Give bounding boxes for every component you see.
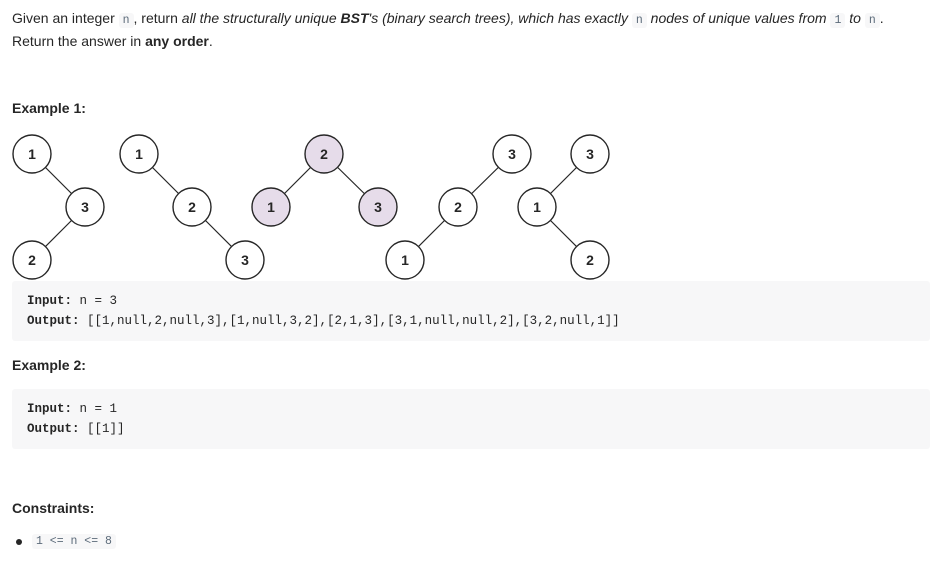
output-label: Output:	[27, 422, 80, 436]
tree-node-highlighted: 2	[304, 134, 344, 174]
example-1-input-line: Input: n = 3	[27, 291, 915, 311]
desc-text: .	[879, 10, 884, 26]
desc-text: .	[208, 33, 213, 49]
tree-node: 1	[12, 134, 52, 174]
tree-node: 2	[172, 187, 212, 227]
tree-node: 1	[119, 134, 159, 174]
node-label: 2	[586, 252, 594, 268]
node-label: 3	[81, 199, 89, 215]
node-label: 2	[28, 252, 36, 268]
inline-code-n: n	[864, 13, 880, 28]
tree-node: 3	[570, 134, 610, 174]
desc-emphasis: 's (binary search trees), which has exac…	[368, 10, 632, 26]
tree-node: 3	[225, 240, 265, 280]
example-2-output-line: Output: [[1]]	[27, 419, 915, 439]
desc-bst-bold: BST	[340, 10, 369, 26]
node-label: 1	[533, 199, 541, 215]
example-1-output-line: Output: [[1,null,2,null,3],[1,null,3,2],…	[27, 311, 915, 331]
input-value: n = 3	[72, 294, 118, 308]
node-label: 2	[454, 199, 462, 215]
tree-node: 3	[65, 187, 105, 227]
tree-node: 1	[385, 240, 425, 280]
input-value: n = 1	[72, 402, 118, 416]
desc-text: , return	[133, 10, 182, 26]
output-label: Output:	[27, 314, 80, 328]
node-label: 2	[320, 146, 328, 162]
constraint-code: 1 <= n <= 8	[32, 534, 116, 549]
inline-code-n: n	[118, 13, 134, 28]
tree-node: 2	[12, 240, 52, 280]
inline-code-1: 1	[830, 13, 846, 28]
tree-node-highlighted: 1	[251, 187, 291, 227]
input-label: Input:	[27, 294, 73, 308]
inline-code-n: n	[631, 13, 647, 28]
desc-any-order-bold: any order	[145, 33, 209, 49]
input-label: Input:	[27, 402, 73, 416]
desc-emphasis: to	[845, 10, 865, 26]
desc-text: Return the answer in	[12, 33, 146, 49]
example-2-code-block: Input: n = 1 Output: [[1]]	[12, 389, 930, 449]
node-label: 2	[188, 199, 196, 215]
node-label: 1	[28, 146, 36, 162]
output-value: [[1]]	[79, 422, 125, 436]
constraints-heading: Constraints:	[12, 500, 95, 516]
node-label: 3	[374, 199, 382, 215]
tree-node: 2	[438, 187, 478, 227]
tree-node: 3	[492, 134, 532, 174]
node-label: 3	[586, 146, 594, 162]
node-label: 3	[241, 252, 249, 268]
tree-node: 2	[570, 240, 610, 280]
desc-emphasis: all the structurally unique	[181, 10, 341, 26]
constraint-item: 1 <= n <= 8	[16, 532, 116, 549]
output-value: [[1,null,2,null,3],[1,null,3,2],[2,1,3],…	[79, 314, 620, 328]
example-1-heading: Example 1:	[12, 100, 86, 116]
node-label: 1	[135, 146, 143, 162]
desc-emphasis: nodes of unique values from	[646, 10, 831, 26]
bst-illustration: 1 3 2 1 2 3 2 1 3 3 2 1 3 1 2	[12, 134, 610, 280]
example-1-code-block: Input: n = 3 Output: [[1,null,2,null,3],…	[12, 281, 930, 341]
tree-node: 1	[517, 187, 557, 227]
problem-description: Given an integer n, return all the struc…	[12, 8, 932, 52]
constraints-list: 1 <= n <= 8	[12, 532, 116, 549]
node-label: 1	[267, 199, 275, 215]
tree-node-highlighted: 3	[358, 187, 398, 227]
node-label: 3	[508, 146, 516, 162]
desc-text: Given an integer	[12, 10, 119, 26]
example-2-heading: Example 2:	[12, 357, 86, 373]
example-2-input-line: Input: n = 1	[27, 399, 915, 419]
node-label: 1	[401, 252, 409, 268]
